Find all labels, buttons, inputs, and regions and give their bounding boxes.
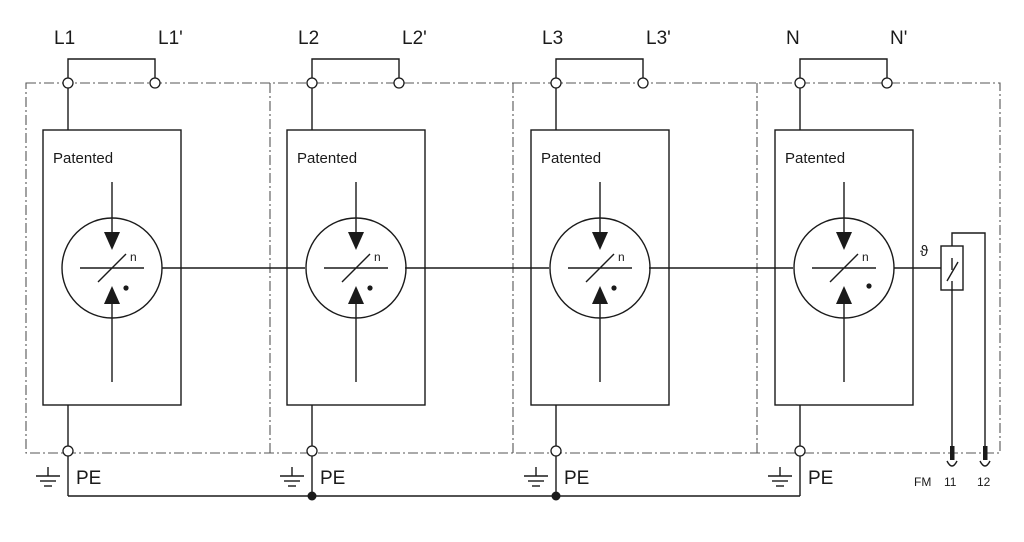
arrow-up-icon (348, 286, 364, 304)
arrow-down-icon (592, 232, 608, 250)
varistor-slash (341, 253, 371, 283)
arrow-up-icon (104, 286, 120, 304)
pe-label: PE (320, 468, 345, 489)
arrow-down-icon (104, 232, 120, 250)
line-out-label: N' (890, 28, 907, 49)
protection-module-box (42, 129, 182, 406)
arrow-up-icon (836, 286, 852, 304)
patented-label: Patented (785, 150, 845, 167)
terminal-11-label: 11 (944, 475, 957, 489)
n-label: n (618, 250, 625, 264)
thermal-symbol: ϑ (920, 243, 929, 260)
line-out-label: L2' (402, 28, 427, 49)
contact-wire-12 (951, 232, 986, 446)
ground-icon (36, 467, 60, 487)
input-terminal[interactable] (550, 77, 562, 89)
varistor-slash (585, 253, 615, 283)
fm-terminal-12[interactable] (983, 446, 988, 460)
fm-label: FM (914, 475, 931, 489)
arrow-up-icon (592, 286, 608, 304)
jumper-wire (67, 58, 156, 83)
output-terminal[interactable] (149, 77, 161, 89)
n-label: n (374, 250, 381, 264)
protection-module-box (286, 129, 426, 406)
output-terminal[interactable] (881, 77, 893, 89)
arrow-down-icon (348, 232, 364, 250)
indicator-dot (866, 283, 872, 289)
input-terminal[interactable] (306, 77, 318, 89)
fm-terminal-11[interactable] (950, 446, 955, 460)
remote-signal-contact: ϑ FM 11 12 (894, 232, 991, 489)
ground-icon (524, 467, 548, 487)
switch-blade (946, 261, 959, 282)
protection-module-box (530, 129, 670, 406)
jumper-wire (311, 58, 400, 83)
n-label: n (862, 250, 869, 264)
jumper-wire (555, 58, 644, 83)
pe-label: PE (808, 468, 833, 489)
jumper-wire (799, 58, 888, 83)
pe-label: PE (564, 468, 589, 489)
fm-socket-11 (946, 460, 958, 467)
line-out-label: L1' (158, 28, 183, 49)
pe-terminal[interactable] (550, 445, 562, 457)
indicator-dot (367, 285, 373, 291)
line-out-label: L3' (646, 28, 671, 49)
module-n: N N' Patented n PE (768, 28, 914, 496)
output-terminal[interactable] (393, 77, 405, 89)
pe-terminal[interactable] (306, 445, 318, 457)
indicator-dot (123, 285, 129, 291)
pe-terminal[interactable] (794, 445, 806, 457)
module-l1: L1 L1' Patented n PE (36, 28, 183, 496)
n-label: n (130, 250, 137, 264)
varistor-slash (97, 253, 127, 283)
module-l2: L2 L2' Patented n PE (280, 28, 427, 496)
fm-socket-12 (979, 460, 991, 467)
indicator-dot (611, 285, 617, 291)
line-in-label: L3 (542, 28, 563, 49)
patented-label: Patented (53, 150, 113, 167)
line-in-label: L2 (298, 28, 319, 49)
ground-icon (280, 467, 304, 487)
varistor-slash (829, 253, 859, 283)
arrow-down-icon (836, 232, 852, 250)
patented-label: Patented (541, 150, 601, 167)
pe-terminal[interactable] (62, 445, 74, 457)
terminal-12-label: 12 (977, 475, 991, 489)
input-terminal[interactable] (62, 77, 74, 89)
output-terminal[interactable] (637, 77, 649, 89)
pe-label: PE (76, 468, 101, 489)
line-in-label: L1 (54, 28, 75, 49)
module-l3: L3 L3' Patented n PE (524, 28, 671, 496)
ground-icon (768, 467, 792, 487)
input-terminal[interactable] (794, 77, 806, 89)
line-in-label: N (786, 28, 800, 49)
patented-label: Patented (297, 150, 357, 167)
